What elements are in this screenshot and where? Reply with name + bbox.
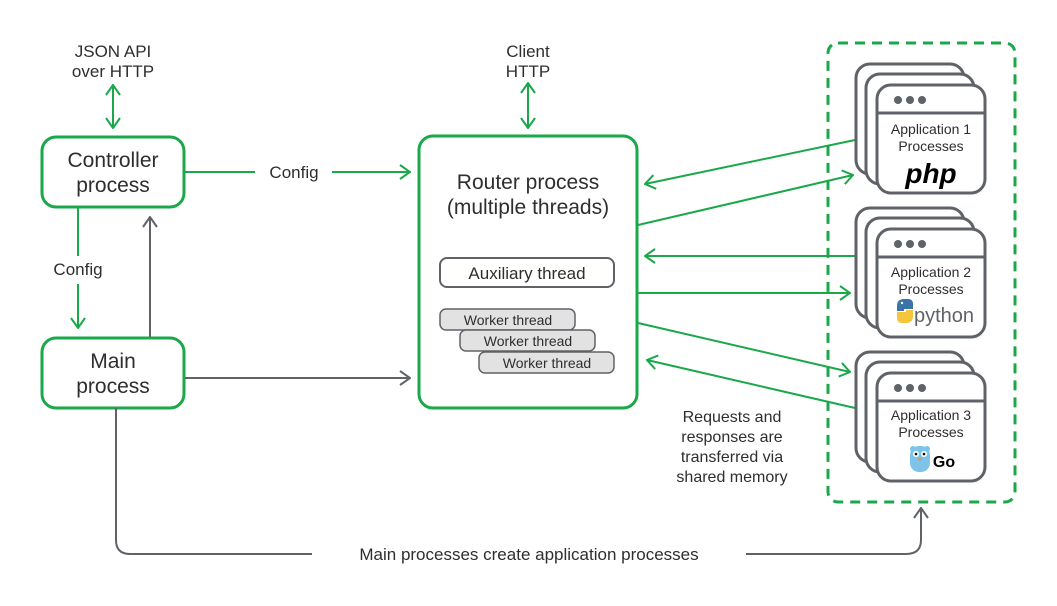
router-label-line1: Router process — [457, 171, 599, 194]
auxiliary-thread-label: Auxiliary thread — [468, 264, 585, 283]
auxiliary-thread[interactable]: Auxiliary thread — [439, 257, 615, 288]
json-api-label-line2: over HTTP — [72, 62, 154, 81]
client-http-label-line2: HTTP — [506, 62, 550, 81]
json-api-label-line1: JSON API — [75, 42, 152, 61]
window-dots-icon — [894, 384, 926, 392]
go-wordmark: Go — [933, 454, 955, 471]
app3-label-line2: Processes — [898, 424, 963, 440]
note-line1: Requests and — [683, 409, 782, 426]
router-to-app1-arrow — [637, 175, 853, 226]
main-label-line2: process — [76, 375, 150, 398]
worker-thread-label: Worker thread — [464, 312, 552, 328]
window-dots-icon — [894, 96, 926, 104]
json-api-label: JSON API over HTTP — [72, 42, 154, 81]
router-to-app3-arrow — [637, 322, 850, 372]
worker-thread-3[interactable]: Worker thread — [478, 351, 615, 374]
app3-label-line1: Application 3 — [891, 407, 971, 423]
main-to-apps-arrow — [746, 508, 921, 555]
worker-thread-2[interactable]: Worker thread — [459, 329, 596, 352]
app1-label-line2: Processes — [898, 138, 963, 154]
client-http-label: Client HTTP — [506, 42, 550, 81]
main-to-apps-line-left — [115, 408, 312, 555]
controller-process-box[interactable]: Controller process — [40, 135, 186, 209]
window-dots-icon — [894, 240, 926, 248]
note-line4: shared memory — [676, 469, 787, 486]
note-line3: transferred via — [681, 449, 783, 466]
router-label-line2: (multiple threads) — [447, 196, 609, 219]
php-logo-icon: php — [904, 158, 956, 189]
app2-label-line1: Application 2 — [891, 264, 971, 280]
app3-to-router-arrow — [647, 360, 856, 409]
note-line2: responses are — [681, 429, 782, 446]
shared-memory-note: Requests and responses are transferred v… — [676, 409, 787, 486]
main-process-box[interactable]: Main process — [40, 336, 186, 410]
worker-thread-1[interactable]: Worker thread — [439, 308, 576, 331]
application-2-stack[interactable]: Application 2 Processes python — [854, 206, 987, 339]
main-label-line1: Main — [90, 350, 136, 373]
config-label-vertical: Config — [53, 260, 102, 279]
config-label-horizontal: Config — [269, 163, 318, 182]
worker-thread-label: Worker thread — [484, 333, 572, 349]
application-1-stack[interactable]: Application 1 Processes php — [854, 62, 987, 195]
app1-label-line1: Application 1 — [891, 121, 971, 137]
main-to-apps-label: Main processes create application proces… — [359, 545, 698, 564]
python-wordmark: python — [914, 305, 974, 327]
go-gopher-icon — [910, 446, 930, 472]
app1-to-router-arrow — [645, 139, 856, 184]
python-logo-icon — [897, 299, 913, 323]
app2-label-line2: Processes — [898, 281, 963, 297]
client-http-label-line1: Client — [506, 42, 550, 61]
controller-label-line2: process — [76, 174, 150, 197]
application-group-boundary — [826, 41, 1017, 504]
application-3-stack[interactable]: Application 3 Processes Go — [854, 350, 987, 483]
controller-label-line1: Controller — [67, 149, 158, 172]
worker-thread-label: Worker thread — [503, 355, 591, 371]
